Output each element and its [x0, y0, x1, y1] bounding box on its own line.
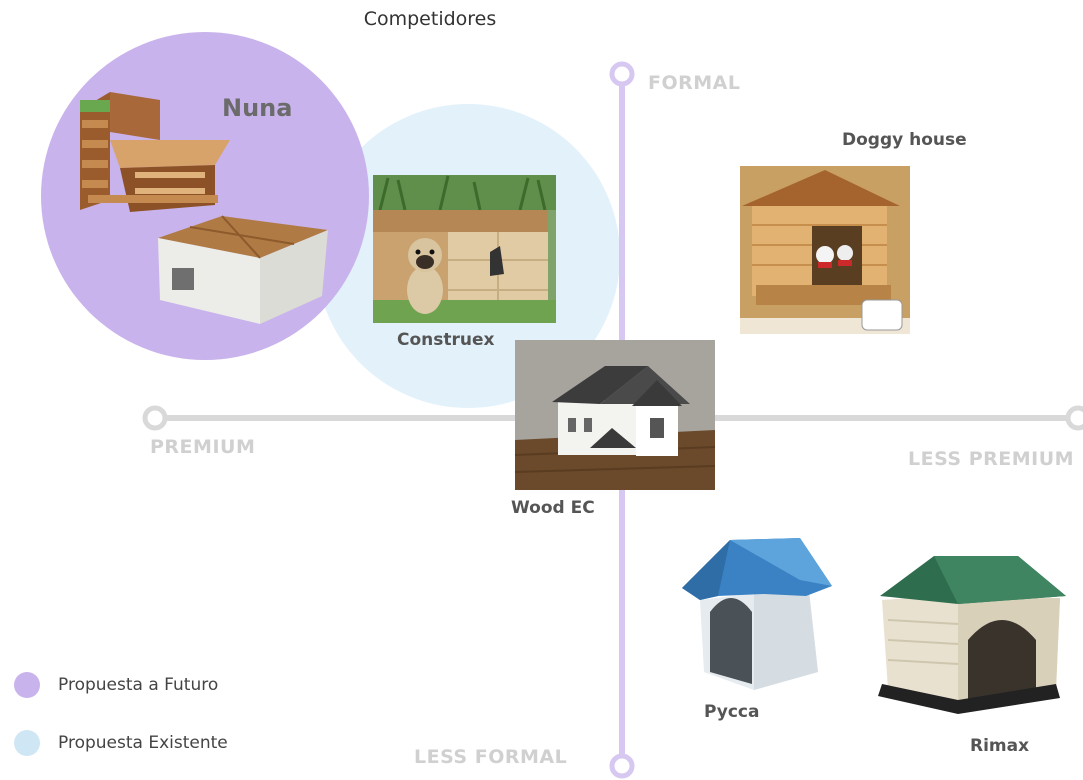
- axis-label-less-premium: LESS PREMIUM: [908, 448, 1075, 470]
- page-title: Competidores: [363, 8, 497, 30]
- axis-label-formal: FORMAL: [648, 72, 741, 94]
- brand-label-doggy-house: Doggy house: [842, 130, 967, 150]
- axis-end-left: [142, 405, 168, 431]
- brand-label-wood-ec: Wood EC: [511, 498, 595, 518]
- legend: Propuesta a Futuro Propuesta Existente: [14, 672, 228, 756]
- axis-end-right: [1065, 405, 1083, 431]
- nuna-bench-image: [80, 92, 230, 212]
- axis-end-top: [609, 61, 635, 87]
- axis-label-premium: PREMIUM: [150, 436, 256, 458]
- legend-label-future: Propuesta a Futuro: [58, 675, 219, 695]
- brand-label-construex: Construex: [397, 330, 495, 350]
- nuna-cube-image: [158, 215, 328, 324]
- legend-label-existing: Propuesta Existente: [58, 733, 228, 753]
- rimax-image: [878, 556, 1066, 714]
- brand-label-pycca: Pycca: [704, 702, 760, 722]
- brand-label-rimax: Rimax: [970, 736, 1030, 756]
- legend-item-existing: Propuesta Existente: [14, 730, 228, 756]
- wood-ec-image: [514, 340, 716, 490]
- doggy-house-image: [740, 166, 910, 334]
- brand-label-nuna: Nuna: [222, 94, 293, 122]
- axis-end-bottom: [609, 753, 635, 779]
- construex-image: [373, 175, 556, 323]
- legend-item-future: Propuesta a Futuro: [14, 672, 228, 698]
- legend-swatch-future: [14, 672, 40, 698]
- axis-label-less-formal: LESS FORMAL: [414, 746, 568, 768]
- pycca-image: [682, 538, 832, 690]
- legend-swatch-existing: [14, 730, 40, 756]
